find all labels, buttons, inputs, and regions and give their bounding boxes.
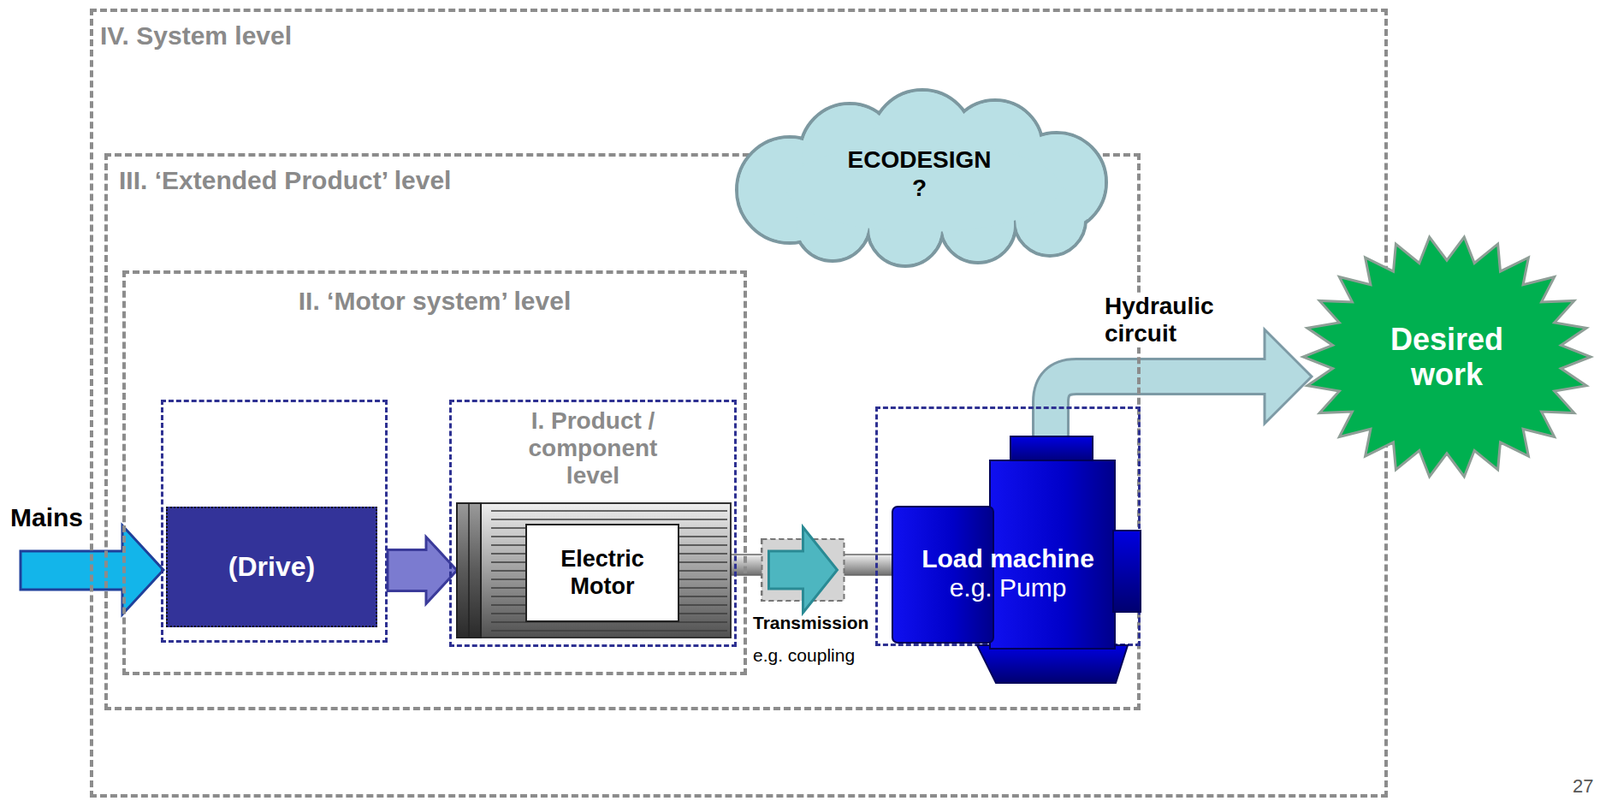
level-title: III. ‘Extended Product’ level	[118, 165, 451, 196]
coupling-label: e.g. coupling	[752, 645, 855, 666]
desired-work-star: Desired work	[1301, 234, 1593, 480]
transmission-shaft	[730, 527, 893, 613]
system-level-box: IV. System levelIII. ‘Extended Product’ …	[89, 8, 1388, 798]
arrow-head	[1264, 329, 1312, 424]
level-title: I. Product / component level	[503, 407, 683, 491]
mains-label: Mains	[10, 503, 83, 534]
level-title: IV. System level	[100, 21, 292, 52]
load-machine-box: Load machinee.g. Pump	[875, 406, 1141, 646]
node-text: ECODESIGN ?	[842, 146, 997, 202]
node-text: Desired work	[1361, 321, 1533, 393]
component-level-box: I. Product / component levelElectric Mot…	[449, 399, 737, 647]
arrow-shape	[387, 537, 457, 605]
ecodesign-cloud: ECODESIGN ?	[721, 91, 1118, 257]
text-holder: (Drive)	[165, 506, 378, 628]
node-text: Load machine	[921, 544, 1095, 575]
text-holder: ECODESIGN ?	[721, 91, 1118, 257]
electric-motor: Electric Motor	[456, 503, 731, 638]
drive-motor-arrow	[387, 537, 457, 605]
pump-illustration	[877, 408, 1138, 644]
text-holder: Electric Motor	[525, 523, 680, 623]
node-text: e.g. Pump	[949, 573, 1067, 604]
text-holder: Desired work	[1301, 234, 1593, 480]
node-text: (Drive)	[228, 551, 315, 583]
edge-label: Hydraulic circuit	[1102, 292, 1245, 348]
drive-box: (Drive)	[160, 399, 388, 643]
node-text: Electric Motor	[527, 545, 678, 599]
page-number: 27	[1572, 775, 1594, 797]
level-title: II. ‘Motor system’ level	[122, 286, 747, 317]
arrow-shape	[769, 527, 838, 613]
transmission-label: Transmission	[752, 612, 869, 634]
motor-system-box: II. ‘Motor system’ level (Drive) I. Produc…	[122, 270, 747, 676]
text-holder: Load machinee.g. Pump	[875, 526, 1141, 621]
arrow-head-outline	[1264, 329, 1312, 424]
